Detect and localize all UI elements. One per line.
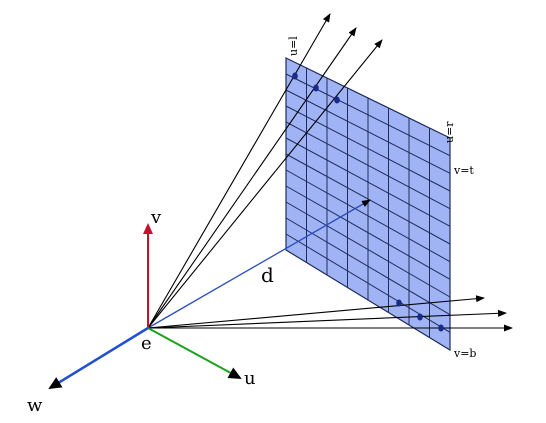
v-bottom-label: v=b: [453, 347, 476, 360]
u-axis-label: u: [244, 368, 256, 389]
v-axis-label: v: [150, 207, 162, 228]
distance-label: d: [261, 263, 274, 287]
u-left-label: u=l: [287, 36, 300, 56]
ray-sample-point: [334, 96, 340, 104]
grid-row-line: [285, 217, 451, 316]
ray-sample-point: [313, 84, 319, 92]
grid-row-line: [285, 185, 451, 280]
grid-row-line: [285, 105, 451, 192]
eye-label: e: [141, 333, 152, 354]
ray-sample-point: [292, 72, 298, 80]
ray-sample-point: [438, 324, 444, 332]
u-right-label: u=r: [443, 121, 456, 143]
ray-sample-point: [417, 313, 423, 321]
ray-line: [147, 295, 485, 329]
grid-row-line: [285, 169, 451, 263]
ray-line: [147, 13, 331, 329]
distance-line: [147, 199, 371, 329]
grid-row-line: [285, 137, 451, 227]
grid-row-line: [285, 153, 451, 245]
w-axis-arrow: [48, 326, 149, 390]
rays-through-plane: [147, 13, 513, 332]
grid-row-line: [285, 201, 451, 298]
ray-line: [147, 27, 357, 329]
ray-line: [147, 309, 507, 329]
ray-line: [147, 39, 383, 329]
grid-row-line: [285, 121, 451, 210]
ray-sample-points: [292, 72, 444, 332]
w-axis-label: w: [27, 395, 43, 416]
grid-row-line: [285, 89, 451, 174]
ray-sample-point: [396, 299, 402, 307]
image-plane-grid: [285, 68, 451, 338]
u-axis-arrow: [147, 327, 242, 379]
v-top-label: v=t: [453, 164, 474, 177]
